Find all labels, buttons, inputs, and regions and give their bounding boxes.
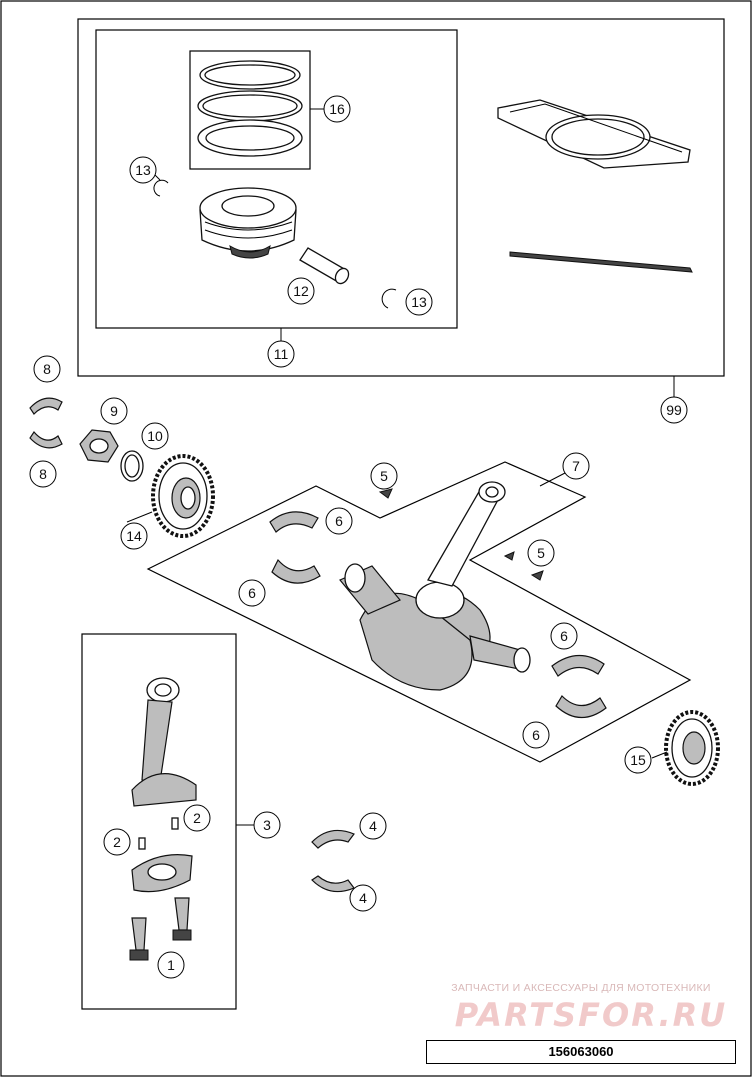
piston (199, 187, 297, 259)
piston-rings (197, 60, 303, 157)
connecting-rod-assembled (427, 481, 506, 587)
piston-frame-11 (95, 29, 458, 329)
callout-7: 7 (562, 452, 590, 480)
watermark-logo: PARTSFOR.RU (454, 996, 728, 1034)
svg-text:13: 13 (411, 294, 427, 310)
callout-2: 2 (103, 828, 131, 856)
svg-text:14: 14 (126, 528, 142, 544)
callout-99: 99 (660, 396, 688, 424)
bearing-shells-4 (311, 829, 355, 893)
svg-text:6: 6 (532, 727, 540, 743)
svg-text:10: 10 (147, 428, 163, 444)
watermark-tagline: ЗАПЧАСТИ И АКСЕССУАРЫ ДЛЯ МОТОТЕХНИКИ (451, 982, 711, 994)
callout-9: 9 (100, 397, 128, 425)
callout-6: 6 (238, 579, 266, 607)
callout-14: 14 (120, 522, 148, 550)
gasket-side-view (509, 251, 693, 273)
svg-text:8: 8 (39, 466, 47, 482)
callout-6: 6 (325, 507, 353, 535)
callout-8: 8 (29, 460, 57, 488)
woodruff-key-b (503, 551, 515, 561)
crankshaft (339, 563, 531, 691)
callout-10: 10 (141, 422, 169, 450)
callout-4: 4 (349, 884, 377, 912)
main-bearing-shells-6 (551, 654, 607, 719)
main-bearing-shells-8 (29, 397, 63, 449)
svg-text:3: 3 (263, 817, 271, 833)
svg-text:6: 6 (248, 585, 256, 601)
callout-4: 4 (359, 812, 387, 840)
callout-3: 3 (253, 811, 281, 839)
circlip-left (153, 179, 169, 197)
svg-text:99: 99 (666, 402, 682, 418)
woodruff-key-a (378, 488, 393, 499)
rod-cap (131, 854, 193, 893)
callout-8: 8 (33, 355, 61, 383)
callout-13: 13 (405, 288, 433, 316)
drawing-number: 156063060 (426, 1040, 736, 1064)
nut (79, 429, 119, 463)
callout-5: 5 (370, 462, 398, 490)
conrod-bearing-shells-6 (269, 511, 321, 584)
callout-6: 6 (522, 721, 550, 749)
svg-text:8: 8 (43, 361, 51, 377)
callout-1: 1 (157, 951, 185, 979)
callout-2: 2 (183, 804, 211, 832)
svg-text:12: 12 (293, 283, 309, 299)
gear-15 (664, 710, 720, 786)
dowel-pin-b (138, 837, 146, 850)
cylinder-head-gasket (497, 99, 691, 169)
piston-pin (299, 247, 350, 285)
conrod-frame-3 (81, 633, 237, 1010)
callout-12: 12 (287, 277, 315, 305)
callout-11: 11 (267, 340, 295, 368)
circlip-right (381, 288, 397, 309)
rod-bolts (129, 897, 192, 961)
callout-15: 15 (624, 746, 652, 774)
svg-text:1: 1 (167, 957, 175, 973)
svg-text:11: 11 (274, 346, 289, 362)
woodruff-key-c (530, 570, 544, 581)
callout-16: 16 (323, 95, 351, 123)
callout-5: 5 (527, 539, 555, 567)
callout-13: 13 (129, 156, 157, 184)
svg-text:4: 4 (359, 890, 367, 906)
svg-text:5: 5 (537, 545, 545, 561)
kit-frame-99 (77, 18, 725, 377)
rings-frame-16 (189, 50, 311, 170)
svg-text:16: 16 (329, 101, 345, 117)
primary-gear-14 (151, 454, 215, 538)
connecting-rod (131, 677, 197, 807)
svg-text:4: 4 (369, 818, 377, 834)
svg-text:15: 15 (630, 752, 646, 768)
svg-text:2: 2 (193, 810, 201, 826)
svg-text:5: 5 (380, 468, 388, 484)
svg-text:7: 7 (572, 458, 580, 474)
crankshaft-frame-7 (146, 461, 692, 763)
dowel-pin-a (171, 817, 179, 830)
svg-text:6: 6 (335, 513, 343, 529)
svg-text:6: 6 (560, 628, 568, 644)
svg-text:9: 9 (110, 403, 118, 419)
svg-text:2: 2 (113, 834, 121, 850)
callout-6: 6 (550, 622, 578, 650)
svg-text:13: 13 (135, 162, 151, 178)
